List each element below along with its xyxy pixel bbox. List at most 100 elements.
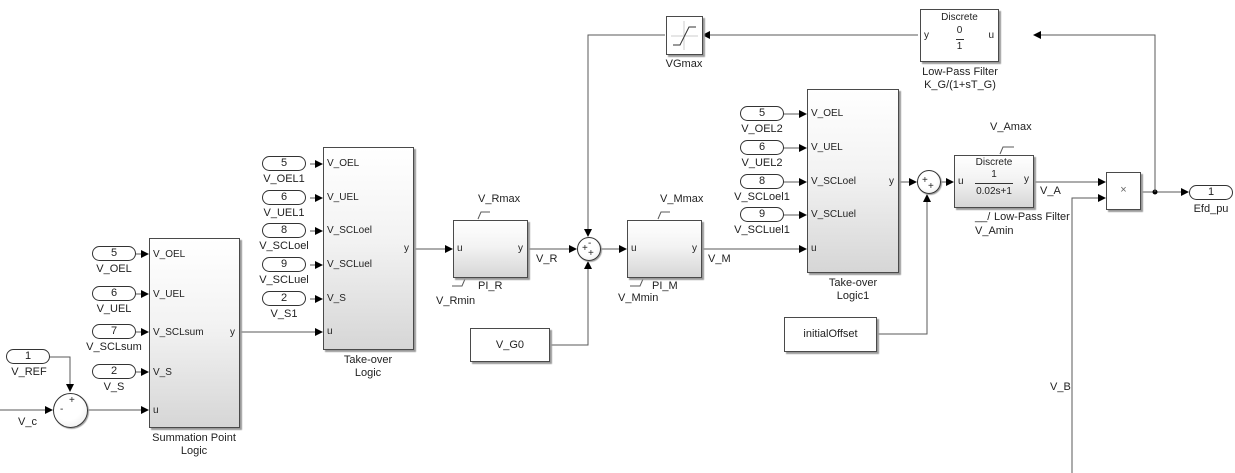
inport-label-v-ref: V_REF <box>11 366 47 378</box>
port-v-scluel: V_SCLuel <box>811 209 857 220</box>
port-u: u <box>153 405 159 416</box>
takeover-logic-block[interactable]: V_OEL V_UEL V_SCLoel V_SCLuel V_S u y <box>323 147 414 350</box>
sum-v-r-sign-top: - <box>588 238 592 249</box>
inport-v-oel1[interactable]: 5 <box>262 156 306 171</box>
inport-v-scloel1[interactable]: 8 <box>740 174 784 189</box>
inport-label-v-scluel1: V_SCLuel1 <box>734 224 790 236</box>
inport-v-uel1[interactable]: 6 <box>262 190 306 205</box>
inport-label-v-scluel: V_SCLuel <box>259 274 309 286</box>
inport-v-scluel1[interactable]: 9 <box>740 207 784 222</box>
inport-v-uel2[interactable]: 6 <box>740 140 784 155</box>
sum-v-c[interactable]: + - <box>53 393 88 428</box>
port-v-oel: V_OEL <box>153 249 186 260</box>
outport-label-efd-pu: Efd_pu <box>1193 203 1229 215</box>
inport-label-v-scloel1: V_SCLoel1 <box>734 191 790 203</box>
wire-offset-to-sum <box>877 194 931 335</box>
port-u: u <box>327 326 333 337</box>
pi-m-lower-limit: V_Mmin <box>618 292 659 304</box>
port-v-scloel: V_SCLoel <box>327 225 373 236</box>
port-v-uel: V_UEL <box>811 142 843 153</box>
inport-v-uel[interactable]: 6 <box>92 286 136 301</box>
lpf-g-fraction-bar <box>956 39 964 40</box>
inport-v-ref[interactable]: 1 <box>6 349 50 364</box>
signal-label-v-b: V_B <box>1050 381 1071 393</box>
pi-m-upper-limit: V_Mmax <box>660 193 704 205</box>
summation-point-logic-title-2: Logic <box>180 445 208 457</box>
lpf-g-block[interactable]: Discrete 0 1 y u <box>920 9 999 62</box>
inport-label-v-oel1: V_OEL1 <box>263 173 305 185</box>
port-v-oel: V_OEL <box>327 158 360 169</box>
lpf-g-title-2: K_G/(1+sT_G) <box>924 79 996 91</box>
inport-label-v-uel: V_UEL <box>96 303 132 315</box>
pi-m-upper-limit-mark <box>657 211 670 220</box>
wire-vg0-to-sum <box>550 261 592 346</box>
takeover-logic1-title-2: Logic1 <box>836 290 870 302</box>
v-g0-constant-block[interactable]: V_G0 <box>470 328 550 362</box>
port-v-s: V_S <box>327 293 346 304</box>
pi-r-upper-limit-mark <box>477 211 490 220</box>
lpf-a-lower-limit: V_Amin <box>975 225 1014 237</box>
lpf-a-lower-limit-mark: __/ <box>975 211 991 223</box>
v-g0-value: V_G0 <box>495 339 525 351</box>
inport-v-oel[interactable]: 5 <box>92 246 136 261</box>
sum-v-r-sign-bottom: + <box>588 248 594 259</box>
port-y: y <box>692 243 697 254</box>
lpf-a-numerator: 1 <box>991 169 997 180</box>
lpf-a-title: Low-Pass Filter <box>994 211 1070 223</box>
inport-label-v-oel2: V_OEL2 <box>741 123 783 135</box>
port-u: u <box>958 176 964 187</box>
pi-r-lower-limit-mark <box>452 278 466 287</box>
lpf-g-title-1: Low-Pass Filter <box>922 66 998 78</box>
port-v-scluel: V_SCLuel <box>327 259 373 270</box>
inport-label-v-uel2: V_UEL2 <box>741 157 783 169</box>
vgmax-saturation-block[interactable] <box>666 16 703 55</box>
signal-label-v-a: V_A <box>1040 185 1061 197</box>
inport-v-s[interactable]: 2 <box>92 364 136 379</box>
inport-label-v-scloel: V_SCLoel <box>259 240 309 252</box>
inport-v-oel2[interactable]: 5 <box>740 106 784 121</box>
wire-vgmax-to-sum <box>584 34 665 237</box>
vgmax-title: VGmax <box>665 58 703 70</box>
inport-v-sclsum[interactable]: 7 <box>92 324 136 339</box>
port-v-s: V_S <box>153 367 172 378</box>
pi-m-block[interactable]: u y <box>627 220 702 278</box>
signal-label-v-c: V_c <box>18 416 37 428</box>
takeover-logic-title-1: Take-over <box>343 354 393 366</box>
pi-r-title: PI_R <box>478 280 503 292</box>
wire-vb-to-product <box>1071 194 1106 473</box>
outport-efd-pu[interactable]: 1 <box>1189 185 1233 200</box>
pi-r-upper-limit: V_Rmax <box>478 193 521 205</box>
inport-label-v-oel: V_OEL <box>96 263 132 275</box>
port-v-scloel: V_SCLoel <box>811 176 857 187</box>
inport-v-s1[interactable]: 2 <box>262 291 306 306</box>
port-v-uel: V_UEL <box>153 289 185 300</box>
sum-offset-sign-bottom: + <box>928 181 934 192</box>
pi-r-block[interactable]: u y <box>453 220 528 278</box>
sum-v-r[interactable]: - + + <box>577 237 601 261</box>
inport-label-v-sclsum: V_SCLsum <box>86 341 142 353</box>
product-block[interactable]: × <box>1106 172 1141 210</box>
initial-offset-constant-block[interactable]: initialOffset <box>784 317 877 352</box>
port-y: y <box>518 243 523 254</box>
inport-v-scloel[interactable]: 8 <box>262 223 306 238</box>
sum-offset[interactable]: + + <box>917 170 941 194</box>
inport-v-scluel[interactable]: 9 <box>262 257 306 272</box>
takeover-logic-title-2: Logic <box>354 367 382 379</box>
wire-feedback-to-lpfg <box>1033 31 1156 192</box>
lpf-a-upper-limit-mark <box>999 146 1014 155</box>
lpf-g-numerator: 0 <box>956 25 963 36</box>
port-y: y <box>230 327 235 338</box>
saturation-icon <box>671 21 698 50</box>
lpf-g-type: Discrete <box>941 12 978 23</box>
port-u: u <box>988 30 994 41</box>
takeover-logic1-title-1: Take-over <box>828 277 878 289</box>
pi-r-lower-limit: V_Rmin <box>436 295 476 307</box>
inport-label-v-s: V_S <box>103 381 125 393</box>
pi-m-lower-limit-mark <box>630 278 644 287</box>
lpf-a-denominator: 0.02s+1 <box>976 186 1012 197</box>
takeover-logic1-block[interactable]: V_OEL V_UEL V_SCLoel V_SCLuel u y <box>807 89 899 273</box>
summation-point-logic-block[interactable]: V_OEL V_UEL V_SCLsum V_S u y <box>149 238 240 428</box>
port-u: u <box>631 243 637 254</box>
port-y: y <box>404 243 409 254</box>
lpf-a-block[interactable]: Discrete 1 0.02s+1 u y <box>954 155 1034 208</box>
